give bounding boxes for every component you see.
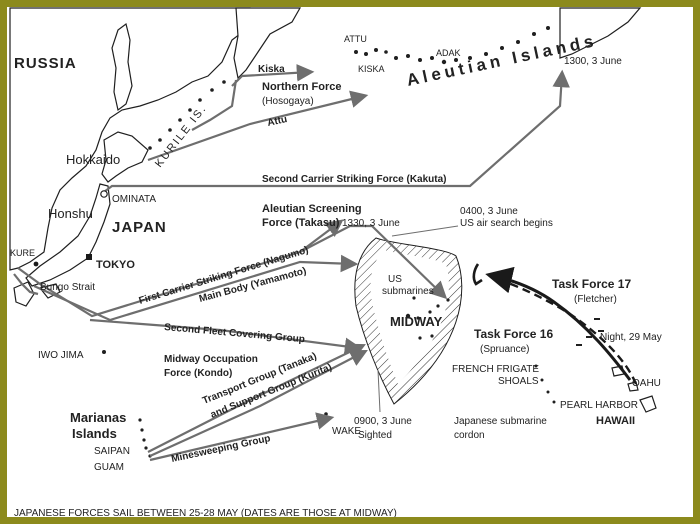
place-adak: ADAK	[436, 48, 461, 58]
place-french-frigate-2: SHOALS	[498, 376, 539, 387]
place-kiska: KISKA	[358, 64, 385, 74]
time-1330: 1330, 3 June	[342, 218, 400, 229]
jap-submarine-1: Japanese submarine	[454, 416, 547, 427]
tf17-track	[485, 266, 632, 381]
time-aleutian: 1300, 3 June	[564, 56, 622, 67]
hawaii-island	[639, 395, 657, 413]
kurile-chain	[148, 80, 226, 150]
midway-atoll	[405, 296, 450, 340]
region-hokkaido: Hokkaido	[66, 152, 120, 167]
aleutian-chain	[354, 26, 550, 65]
route-main-body	[33, 254, 359, 322]
place-iwo-jima: IWO JIMA	[38, 350, 84, 361]
tf16-commander: (Spruance)	[480, 344, 529, 355]
place-tokyo: TOKYO	[96, 259, 135, 271]
route-support	[149, 349, 368, 458]
us-submarines-1: US	[388, 274, 402, 285]
place-oahu: OAHU	[632, 378, 661, 389]
air-search-leader	[391, 225, 459, 237]
kyushu	[13, 281, 35, 307]
route-attu	[147, 90, 369, 162]
submarine-cordon-marks	[576, 318, 604, 346]
place-french-frigate-1: FRENCH FRIGATE	[452, 364, 539, 375]
force-occupation-2: Force (Kondo)	[164, 368, 232, 379]
route-transport	[147, 343, 366, 453]
region-hawaii: HAWAII	[596, 415, 635, 427]
tf16-label: Task Force 16	[474, 327, 553, 341]
force-northern-1: Northern Force	[262, 81, 341, 93]
force-aleutian-screen-1: Aleutian Screening	[262, 203, 362, 215]
place-guam: GUAM	[94, 462, 124, 473]
sighted-note: Sighted	[358, 430, 392, 441]
maui-island	[627, 381, 639, 392]
region-honshu: Honshu	[48, 206, 93, 221]
hokkaido	[101, 131, 149, 183]
route-minesweeping	[149, 412, 335, 462]
sighted-leader	[377, 369, 381, 413]
region-russia: RUSSIA	[14, 55, 77, 72]
force-second-carrier: Second Carrier Striking Force (Kakuta)	[262, 174, 447, 185]
alaska	[559, 7, 642, 59]
route-northern	[191, 79, 238, 131]
kamchatka	[233, 7, 302, 80]
route-second-fleet	[89, 318, 363, 356]
night-29-may: Night, 29 May	[600, 332, 662, 343]
region-japan: JAPAN	[112, 219, 167, 236]
sakhalin	[111, 22, 133, 112]
force-northern-2: (Hosogaya)	[262, 96, 314, 107]
tf17-commander: (Fletcher)	[574, 294, 617, 305]
route-second-carrier	[103, 69, 570, 193]
landmasses	[9, 7, 657, 413]
tf17-label: Task Force 17	[552, 277, 631, 291]
force-occupation-1: Midway Occupation	[164, 354, 258, 365]
ominata-marker	[100, 190, 108, 198]
place-ominata: OMINATA	[112, 194, 156, 205]
region-marianas-1: Marianas	[70, 410, 126, 425]
asia-mainland	[9, 7, 251, 271]
place-midway: MIDWAY	[390, 314, 443, 329]
place-attu: ATTU	[344, 34, 367, 44]
place-saipan: SAIPAN	[94, 446, 130, 457]
route-aleutian-screen	[299, 219, 344, 253]
sighting-mark	[472, 263, 483, 286]
place-bungo: Bungo Strait	[40, 282, 95, 293]
force-attu: Attu	[266, 114, 288, 129]
route-kure-loop	[13, 273, 39, 296]
force-aleutian-screen-2: Force (Takasu)	[262, 217, 340, 229]
region-marianas-2: Islands	[72, 426, 117, 441]
place-kure: KURE	[10, 248, 35, 258]
force-kiska: Kiska	[258, 64, 285, 75]
time-0400: 0400, 3 June	[460, 206, 518, 217]
air-search-note: US air search begins	[460, 218, 553, 229]
time-sighted: 0900, 3 June	[354, 416, 412, 427]
tf16-track	[499, 278, 638, 385]
place-pearl-harbor: PEARL HARBOR	[560, 400, 638, 411]
map-caption: JAPANESE FORCES SAIL BETWEEN 25-28 MAY (…	[14, 508, 397, 519]
japanese-routes	[13, 63, 570, 462]
jap-submarine-2: cordon	[454, 430, 485, 441]
tokyo-marker	[86, 254, 92, 260]
place-wake: WAKE	[332, 426, 361, 437]
us-submarines-2: submarines	[382, 286, 434, 297]
kure-marker	[33, 261, 39, 267]
